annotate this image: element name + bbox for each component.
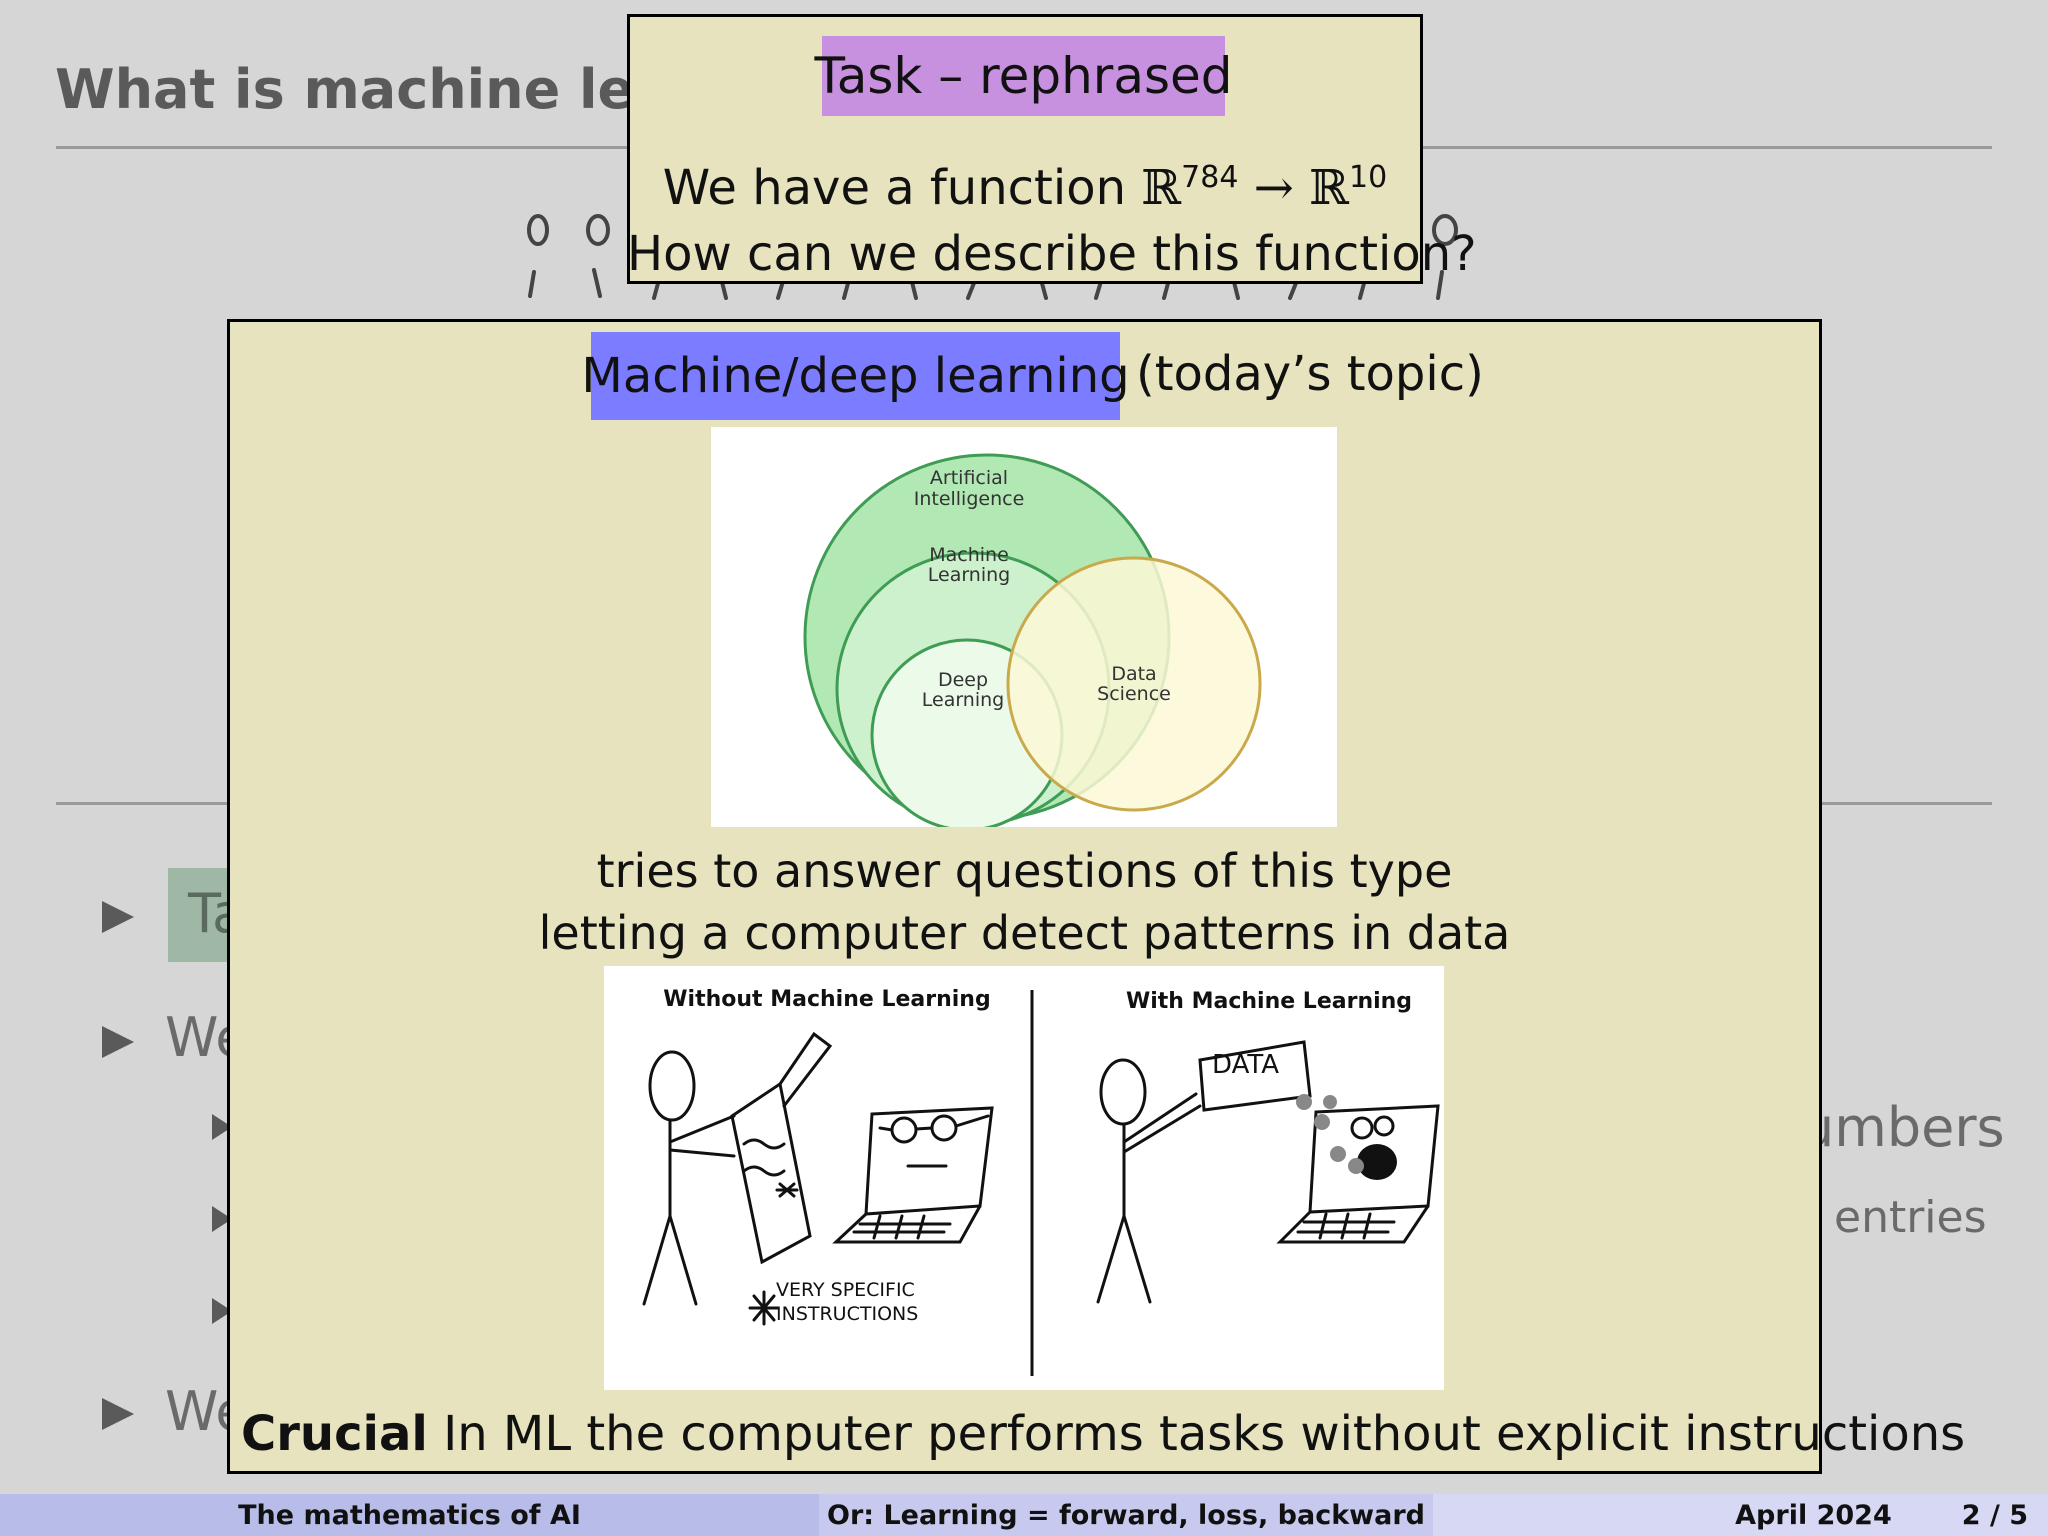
venn-ai-label: Intelligence <box>914 488 1025 510</box>
ml-description-line-2: letting a computer detect patterns in da… <box>538 906 1511 960</box>
ml-highlight-title: Machine/deep learning <box>581 332 1130 420</box>
slide-title: What is machine learn <box>55 58 736 121</box>
footer-page-number: 2 / 5 <box>1961 1499 2028 1531</box>
comic-note-line-1: VERY SPECIFIC <box>776 1279 915 1301</box>
task-question-line: How can we describe this function? <box>627 226 1477 282</box>
crucial-statement: Crucial In ML the computer performs task… <box>241 1406 1966 1462</box>
venn-dl-label: Deep <box>938 669 988 691</box>
footer-subtitle: Or: Learning = forward, loss, backward <box>819 1494 1433 1536</box>
ml-title-suffix: (today’s topic) <box>1136 346 1484 402</box>
venn-ml-label: Machine <box>929 544 1009 566</box>
sub-bullet-triangle-icon <box>212 1206 232 1232</box>
comic-left-title: Without Machine Learning <box>663 987 990 1012</box>
venn-ml-label: Learning <box>928 564 1011 586</box>
venn-ai-label: Artificial <box>930 467 1008 489</box>
task-title: Task – rephrased <box>814 36 1233 116</box>
comic-data-label: DATA <box>1212 1050 1279 1080</box>
bullet-triangle-icon <box>102 1398 134 1430</box>
sub-bullet-text-fragment: entries <box>1834 1192 1987 1243</box>
footer-meta: April 2024 2 / 5 <box>1433 1494 2048 1536</box>
task-function-line: We have a function ℝ784 → ℝ10 <box>662 160 1388 216</box>
comic-right-title: With Machine Learning <box>1126 989 1412 1014</box>
bullet-triangle-icon <box>102 901 134 933</box>
slide-footer: The mathematics of AI Or: Learning = for… <box>0 1494 2048 1536</box>
footer-date: April 2024 <box>1735 1499 1892 1531</box>
footer-title: The mathematics of AI <box>0 1494 819 1536</box>
ml-comparison-comic: Without Machine Learning With Machine Le… <box>604 966 1444 1390</box>
ml-description-line-1: tries to answer questions of this type <box>596 844 1453 898</box>
venn-ds-label: Data <box>1111 663 1156 685</box>
bullet-triangle-icon <box>102 1026 134 1058</box>
task-highlight-fragment: Ta <box>168 868 245 962</box>
venn-ds-label: Science <box>1097 683 1171 705</box>
venn-dl-label: Learning <box>922 689 1005 711</box>
sub-bullet-text-fragment: umbers <box>1800 1096 2005 1159</box>
sub-bullet-triangle-icon <box>212 1298 232 1324</box>
sub-bullet-triangle-icon <box>212 1114 232 1140</box>
comic-note-line-2: INSTRUCTIONS <box>776 1303 918 1325</box>
ai-ml-venn-diagram: Artificial Intelligence Machine Learning… <box>711 427 1337 827</box>
